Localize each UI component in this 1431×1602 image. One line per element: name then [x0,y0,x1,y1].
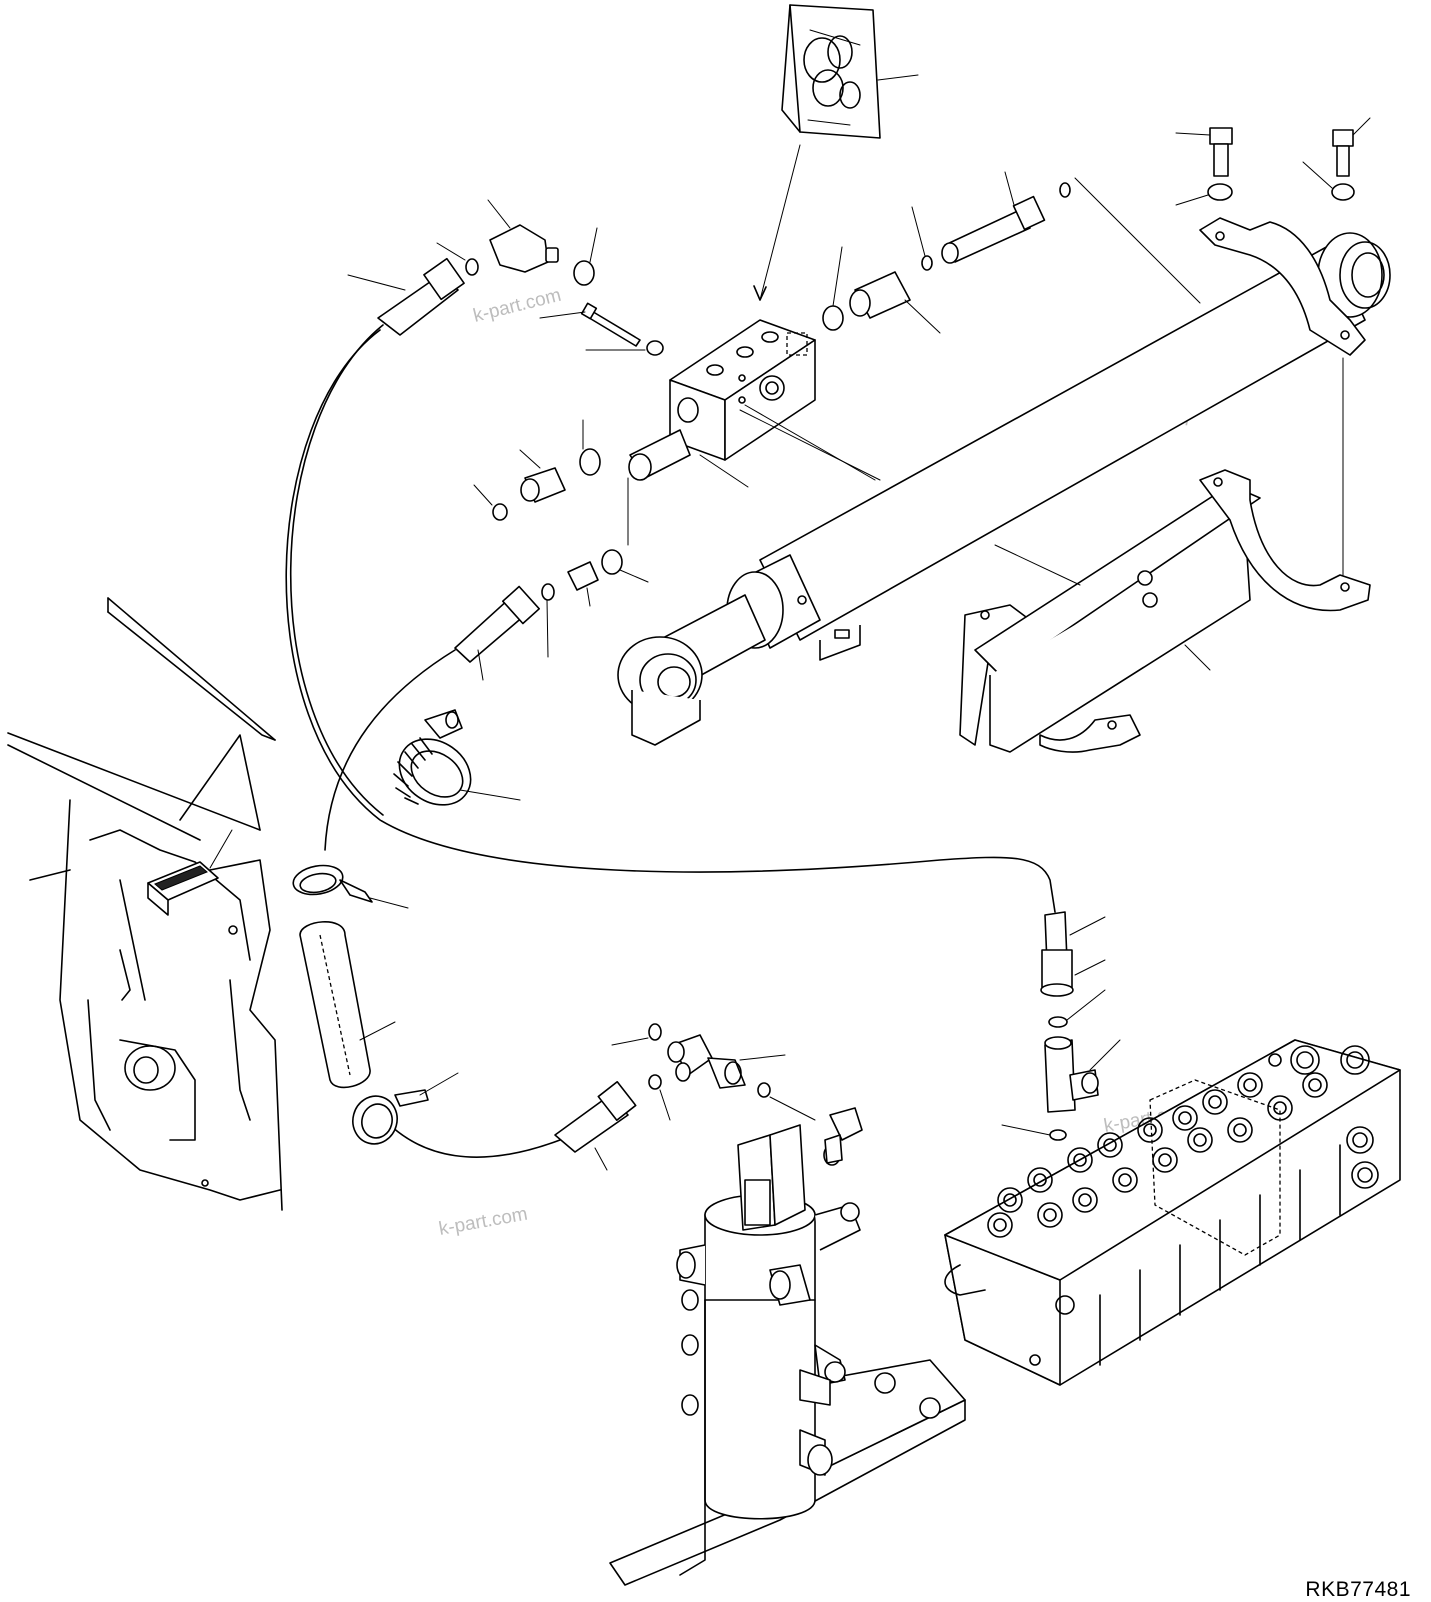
hydraulic-cylinder [617,217,1391,746]
valve-ports [987,1045,1379,1366]
machine-frame [7,597,283,1211]
seal-kit-bag [753,4,919,301]
middle-fittings [454,419,649,681]
valve-block [628,319,881,488]
lower-clamps [292,864,459,1145]
watermark-1: k-part.com [471,285,563,327]
control-valve-fittings [1001,911,1121,1141]
right-top-fittings [822,171,1201,334]
top-left-fittings [347,199,664,356]
swivel-joint [609,1124,966,1586]
cylinder-support-bracket [959,469,1371,753]
watermark-3: k-part.com [437,1204,529,1240]
lower-fittings [554,1023,863,1171]
drawing-code: RKB77481 [1305,1578,1411,1601]
o-ring-set-icon [803,35,861,109]
control-valve-bank [944,1039,1401,1386]
hose-clamp [393,709,521,806]
mounting-bolts [1175,117,1371,206]
